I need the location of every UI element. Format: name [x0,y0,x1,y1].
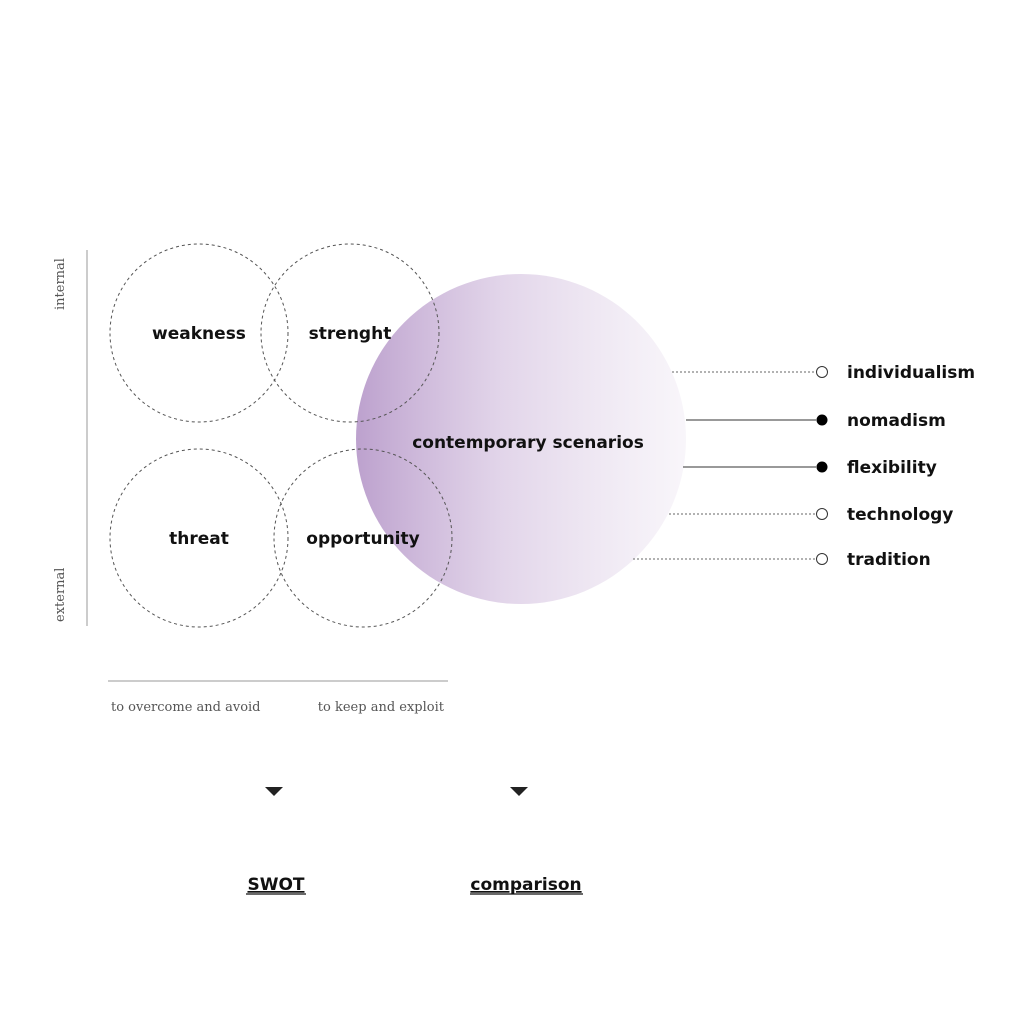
factor-label-flexibility: flexibility [847,458,937,478]
filled-circle-icon [816,414,828,426]
threat-circle [109,448,289,628]
strength-label: strenght [309,324,392,344]
open-circle-icon [816,508,828,520]
filled-circle-icon [816,461,828,473]
triangle-down-icon [510,787,528,796]
weakness-label: weakness [152,324,246,344]
axis-label-internal: internal [53,258,68,310]
opportunity-circle [273,448,453,628]
axis-label-exploit: to keep and exploit [318,700,445,715]
triangle-down-icon [265,787,283,796]
strength-circle [260,243,440,423]
factor-label-individualism: individualism [847,363,975,383]
open-circle-icon [816,553,828,565]
factor-label-technology: technology [847,505,953,525]
factor-label-tradition: tradition [847,550,931,570]
weakness-circle [109,243,289,423]
comparison-link[interactable]: comparison [470,875,581,895]
open-circle-icon [816,366,828,378]
opportunity-label: opportunity [306,529,419,549]
contemporary-scenarios-circle [356,274,686,604]
axis-label-external: external [53,568,68,622]
contemporary-scenarios-label: contemporary scenarios [412,433,644,453]
threat-label: threat [169,529,229,549]
factor-label-nomadism: nomadism [847,411,946,431]
axis-label-overcome: to overcome and avoid [111,700,261,715]
swot-link[interactable]: SWOT [247,875,304,895]
